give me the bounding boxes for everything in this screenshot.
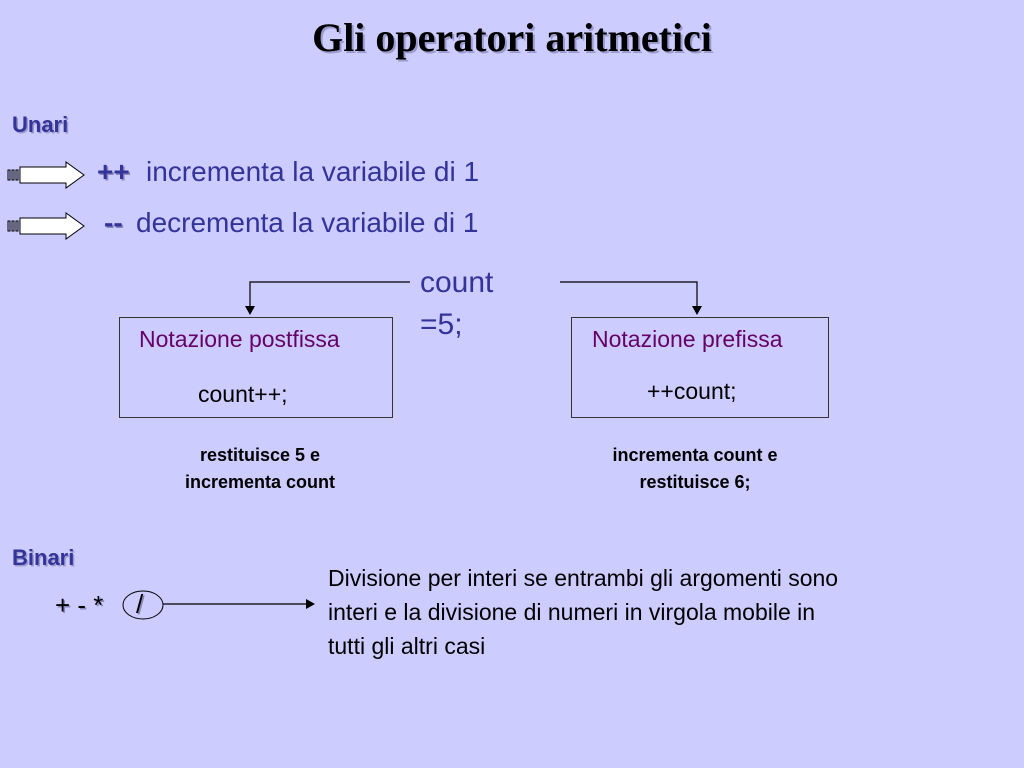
prefix-note-line2: restituisce 6; (639, 472, 751, 492)
division-description: Divisione per interi se entrambi gli arg… (328, 561, 1008, 663)
binari-heading: Binari (12, 545, 75, 570)
postfix-note-line2: incrementa count (184, 472, 336, 492)
prefix-box: Notazione prefissa ++count; (571, 317, 829, 418)
decrement-operator: -- (104, 207, 123, 238)
postfix-title: Notazione postfissa (139, 326, 340, 352)
division-highlight (122, 590, 164, 620)
division-arrow (163, 599, 315, 609)
postfix-code: count++; (198, 381, 288, 407)
postfix-connector-arrow (245, 281, 410, 315)
division-operator: / (136, 589, 144, 619)
prefix-note: incrementa count e restituisce 6; (575, 442, 815, 496)
division-description-line2: interi e la divisione di numeri in virgo… (328, 599, 816, 625)
page-title: Gli operatori aritmetici (312, 15, 712, 60)
increment-description: incrementa la variabile di 1 (146, 156, 480, 187)
postfix-note: restituisce 5 e incrementa count (140, 442, 380, 496)
postfix-note-line1: restituisce 5 e (199, 445, 321, 465)
increment-operator: ++ (97, 156, 130, 187)
division-description-line3: tutti gli altri casi (328, 633, 486, 659)
prefix-connector-arrow (560, 281, 702, 315)
prefix-title: Notazione prefissa (592, 326, 783, 352)
prefix-code: ++count; (647, 378, 737, 404)
count-declaration-line2: =5; (420, 308, 463, 341)
postfix-box: Notazione postfissa count++; (119, 317, 393, 418)
prefix-note-line1: incrementa count e (612, 445, 778, 465)
count-declaration-line1: count (420, 266, 494, 299)
division-description-line1: Divisione per interi se entrambi gli arg… (328, 565, 839, 591)
block-arrow-icon (7, 161, 85, 189)
binary-operators: + - * (55, 590, 104, 620)
decrement-description: decrementa la variabile di 1 (136, 207, 479, 238)
block-arrow-icon (7, 212, 85, 240)
unari-heading: Unari (12, 112, 69, 137)
